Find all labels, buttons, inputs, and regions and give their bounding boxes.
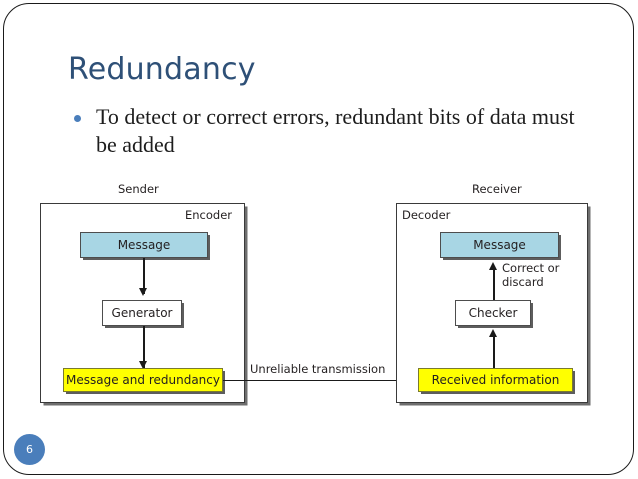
decoder-label: Decoder [402,208,451,222]
arrow-transmission-line [223,379,417,382]
arrow-received-to-checker-head [489,329,498,337]
checker-box: Checker [455,300,531,326]
correct-or-discard-label: Correct or discard [502,261,559,289]
arrow-message-to-generator-line [143,258,145,294]
page-title: Redundancy [68,52,256,87]
generator-box: Generator [102,300,182,326]
arrow-received-to-checker-line [493,334,495,370]
arrow-checker-to-message-line [493,266,495,300]
bullet-list: To detect or correct errors, redundant b… [72,103,592,159]
arrow-checker-to-message-head [489,262,498,270]
unreliable-transmission-label: Unreliable transmission [250,362,386,376]
list-item: To detect or correct errors, redundant b… [72,103,592,159]
arrow-message-to-generator-head [139,288,148,296]
correct-or-discard-line-2: discard [502,275,544,289]
receiver-caption: Receiver [472,182,522,196]
arrow-generator-to-output-line [143,326,145,368]
page-number-badge: 6 [14,434,45,465]
message-and-redundancy-box: Message and redundancy [63,368,223,392]
sender-caption: Sender [118,182,159,196]
arrow-generator-to-output-head [139,361,148,369]
bullet-dot-icon [74,115,81,122]
sender-message-box: Message [80,232,208,258]
bullet-text: To detect or correct errors, redundant b… [96,104,575,157]
received-information-box: Received information [418,368,573,392]
encoder-label: Encoder [185,208,233,222]
correct-or-discard-line-1: Correct or [502,261,560,275]
receiver-message-box: Message [440,232,559,258]
